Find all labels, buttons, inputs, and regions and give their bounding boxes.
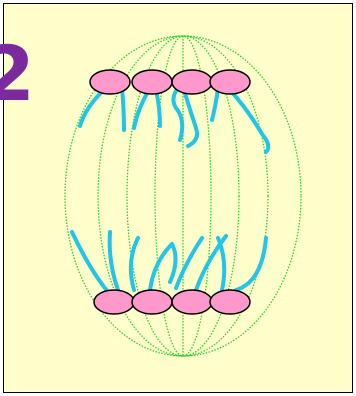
centromere [210,70,250,94]
top-chromosomes [80,88,268,152]
centromere [132,70,172,94]
centromere [210,290,250,314]
chromosome-arm [122,88,124,130]
chromosome-arm [131,238,138,290]
centromere [90,70,130,94]
chromosome-arm [212,88,218,120]
top-centromeres [90,70,250,94]
centromere [172,290,212,314]
panel-numeral: 2 [0,29,35,118]
bottom-centromeres [94,290,250,314]
chromosome-arm [184,90,197,146]
chromosome-arm [156,90,160,126]
chromosome-arm [173,88,182,140]
chromosome-arm [230,90,268,152]
chromosome-arm [218,238,224,290]
centromere [132,290,172,314]
chromosome-arm [150,244,176,290]
chromosome-arm [236,238,266,290]
chromosome-arm [72,232,108,292]
centromere [94,290,134,314]
centromere [172,70,212,94]
